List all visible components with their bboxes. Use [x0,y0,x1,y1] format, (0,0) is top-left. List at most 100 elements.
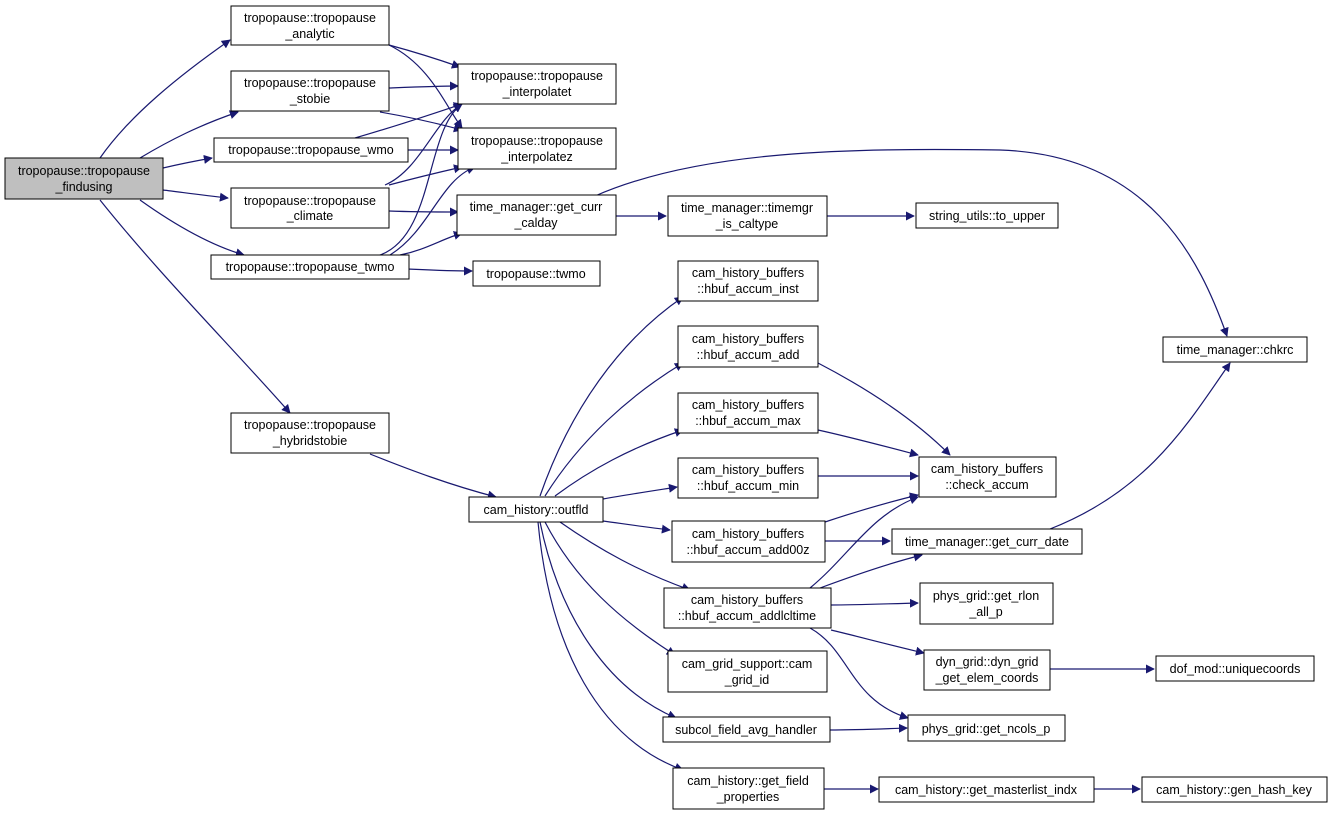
node-line: _grid_id [724,673,770,687]
edge-addlcltime-get-curr-date [819,552,923,589]
node-line: string_utils::to_upper [929,209,1045,223]
node-line: tropopause::twmo [486,267,585,281]
edge-findusing-hybridstobie [99,199,291,414]
edge-outfld-get-field-properties [537,521,684,772]
node-line: ::hbuf_accum_inst [697,282,799,296]
node-tropopause-hybridstobie[interactable]: tropopause::tropopause _hybridstobie [230,412,390,454]
node-dof-mod-uniquecoords[interactable]: dof_mod::uniquecoords [1155,655,1315,682]
edge-findusing-climate [162,189,229,202]
node-tropopause-wmo[interactable]: tropopause::tropopause_wmo [213,137,409,163]
edge-outfld-hbuf-add [544,362,684,497]
edge-outfld-hbuf-min [602,483,678,500]
node-line: ::hbuf_accum_add [697,348,800,362]
node-tropopause-twmo-trop[interactable]: tropopause::tropopause_twmo [210,254,410,280]
node-time-manager-get-curr-calday[interactable]: time_manager::get_curr _calday [456,194,617,236]
node-cam-history-gen-hash-key[interactable]: cam_history::gen_hash_key [1141,776,1328,803]
node-line: _properties [716,790,780,804]
node-line: phys_grid::get_rlon [933,589,1039,603]
node-tropopause-findusing[interactable]: tropopause::tropopause _findusing [4,157,164,200]
edge-hbuf-max-check-accum [817,429,919,458]
node-line: cam_history_buffers [692,398,804,412]
node-hbuf-accum-add[interactable]: cam_history_buffers ::hbuf_accum_add [677,325,819,368]
node-line: _interpolatet [502,85,572,99]
edge-addlcltime-check-accum [809,495,919,589]
edge-analytic-interpolatez [388,44,463,129]
node-cam-history-get-masterlist-indx[interactable]: cam_history::get_masterlist_indx [878,776,1095,803]
node-line: time_manager::timemgr [681,201,813,215]
node-line: _all_p [968,605,1002,619]
edge-outfld-hbuf-addlcltime [559,521,691,592]
node-line: dyn_grid::dyn_grid [936,655,1039,669]
node-line: ::hbuf_accum_max [695,414,801,428]
node-line: _analytic [284,27,334,41]
call-nodes: tropopause::tropopause _findusing tropop… [4,5,1328,810]
node-line: cam_history_buffers [692,527,804,541]
node-line: ::hbuf_accum_add00z [686,543,809,557]
node-line: cam_history_buffers [692,463,804,477]
node-line: cam_history_buffers [931,462,1043,476]
node-subcol-field-avg-handler[interactable]: subcol_field_avg_handler [662,716,831,743]
node-line: tropopause::tropopause [471,69,603,83]
node-line: _stobie [289,92,330,106]
node-line: ::check_accum [945,478,1028,492]
node-phys-grid-get-ncols-p[interactable]: phys_grid::get_ncols_p [907,714,1066,742]
edge-outfld-hbuf-max [554,428,684,497]
node-hbuf-accum-max[interactable]: cam_history_buffers ::hbuf_accum_max [677,392,819,434]
node-line: time_manager::get_curr_date [905,535,1069,549]
node-hbuf-accum-min[interactable]: cam_history_buffers ::hbuf_accum_min [677,457,819,499]
edge-climate-get-curr-calday [388,207,459,217]
node-hbuf-accum-addlcltime[interactable]: cam_history_buffers ::hbuf_accum_addlclt… [663,587,832,629]
edge-addlcltime-get-rlon [830,598,919,608]
node-line: subcol_field_avg_handler [675,723,817,737]
node-cam-grid-support-cam-grid-id[interactable]: cam_grid_support::cam _grid_id [667,650,828,693]
edge-analytic-interpolatet [388,44,461,69]
node-line: cam_history::gen_hash_key [1156,783,1312,797]
node-time-manager-get-curr-date[interactable]: time_manager::get_curr_date [891,528,1083,555]
edge-hbuf-add00z-check-accum [824,492,919,523]
node-line: cam_history_buffers [692,266,804,280]
node-line: _hybridstobie [272,434,347,448]
node-line: cam_history_buffers [691,593,803,607]
node-line: cam_history::get_masterlist_indx [895,783,1078,797]
edge-calday-chkrc [594,148,1229,337]
node-tropopause-interpolatet[interactable]: tropopause::tropopause _interpolatet [457,63,617,105]
node-hbuf-accum-inst[interactable]: cam_history_buffers ::hbuf_accum_inst [677,260,819,302]
node-line: tropopause::tropopause [244,418,376,432]
node-line: _is_caltype [715,217,779,231]
node-line: time_manager::chkrc [1177,343,1294,357]
node-line: tropopause::tropopause_wmo [228,143,393,157]
node-line: tropopause::tropopause [244,76,376,90]
edge-twmo-trop-interpolatet [379,103,463,256]
edge-findusing-analytic [99,39,231,159]
edge-findusing-stobie [139,110,239,159]
edge-subcol-get-ncols [829,723,908,733]
node-tropopause-analytic[interactable]: tropopause::tropopause _analytic [230,5,390,46]
node-check-accum[interactable]: cam_history_buffers ::check_accum [918,456,1057,498]
node-phys-grid-get-rlon-all-p[interactable]: phys_grid::get_rlon _all_p [919,582,1054,625]
edge-addlcltime-dyn-grid [830,629,925,656]
node-tropopause-interpolatez[interactable]: tropopause::tropopause _interpolatez [457,127,617,170]
node-time-manager-timemgr-is-caltype[interactable]: time_manager::timemgr _is_caltype [667,195,828,237]
node-cam-history-outfld[interactable]: cam_history::outfld [468,496,604,523]
edge-stobie-interpolatet [388,81,459,91]
node-string-utils-to-upper[interactable]: string_utils::to_upper [915,202,1059,229]
edge-outfld-cam-grid-id [544,521,676,656]
node-tropopause-stobie[interactable]: tropopause::tropopause _stobie [230,70,390,112]
edge-twmo-trop-get-curr-calday [399,231,463,256]
node-line: phys_grid::get_ncols_p [922,722,1051,736]
node-time-manager-chkrc[interactable]: time_manager::chkrc [1162,336,1308,363]
node-line: tropopause::tropopause [244,194,376,208]
node-dyn-grid-get-elem-coords[interactable]: dyn_grid::dyn_grid _get_elem_coords [923,649,1051,691]
node-line: cam_history_buffers [692,332,804,346]
node-line: _findusing [55,180,113,194]
edge-outfld-hbuf-inst [539,296,684,497]
node-line: ::hbuf_accum_addlcltime [678,609,816,623]
node-line: tropopause::tropopause [244,11,376,25]
node-tropopause-twmo[interactable]: tropopause::twmo [472,260,601,287]
node-line: tropopause::tropopause_twmo [226,260,395,274]
node-line: cam_history::get_field [687,774,809,788]
node-cam-history-get-field-properties[interactable]: cam_history::get_field _properties [672,767,825,810]
node-tropopause-climate[interactable]: tropopause::tropopause _climate [230,187,390,229]
node-hbuf-accum-add00z[interactable]: cam_history_buffers ::hbuf_accum_add00z [671,520,826,563]
